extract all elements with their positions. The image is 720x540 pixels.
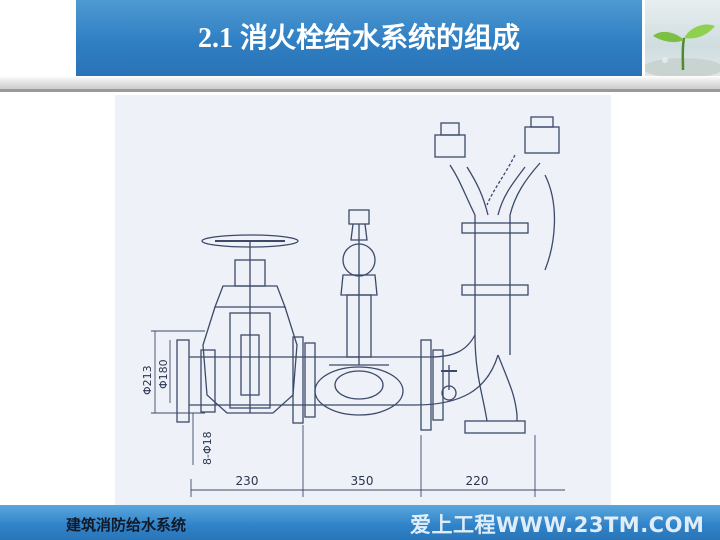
watermark-text: 爱上工程WWW.23TM.COM <box>410 513 705 537</box>
dim-label-2: 350 <box>351 474 374 488</box>
check-valve <box>314 209 404 416</box>
plant-sprout-icon <box>645 0 720 76</box>
right-flange <box>420 339 444 431</box>
riser-pipe <box>461 215 529 434</box>
footer-title: 建筑消防给水系统 <box>66 516 187 534</box>
connecting-flange <box>292 336 316 424</box>
dim-label-1: 230 <box>236 474 259 488</box>
footer-bar: 建筑消防给水系统 爱上工程WWW.23TM.COM <box>0 505 720 540</box>
dim-label-3: 220 <box>466 474 489 488</box>
header-divider-line <box>0 89 720 92</box>
dim-label-inner-diameter: Φ180 <box>157 359 170 389</box>
gate-valve <box>201 234 299 414</box>
header-divider <box>0 76 720 90</box>
dim-label-bolts: 8-Φ18 <box>201 431 214 465</box>
dimension-lines <box>151 330 565 497</box>
dim-label-outer-diameter: Φ213 <box>141 365 154 395</box>
slide-title: 2.1 消火栓给水系统的组成 <box>197 23 520 54</box>
fire-hydrant-valve-drawing: 230 350 220 Φ213 Φ180 8-Φ18 <box>115 95 611 508</box>
drain-valve <box>441 365 457 401</box>
title-bar: 2.1 消火栓给水系统的组成 <box>76 0 642 76</box>
hydrant-outlet-head <box>434 116 560 271</box>
